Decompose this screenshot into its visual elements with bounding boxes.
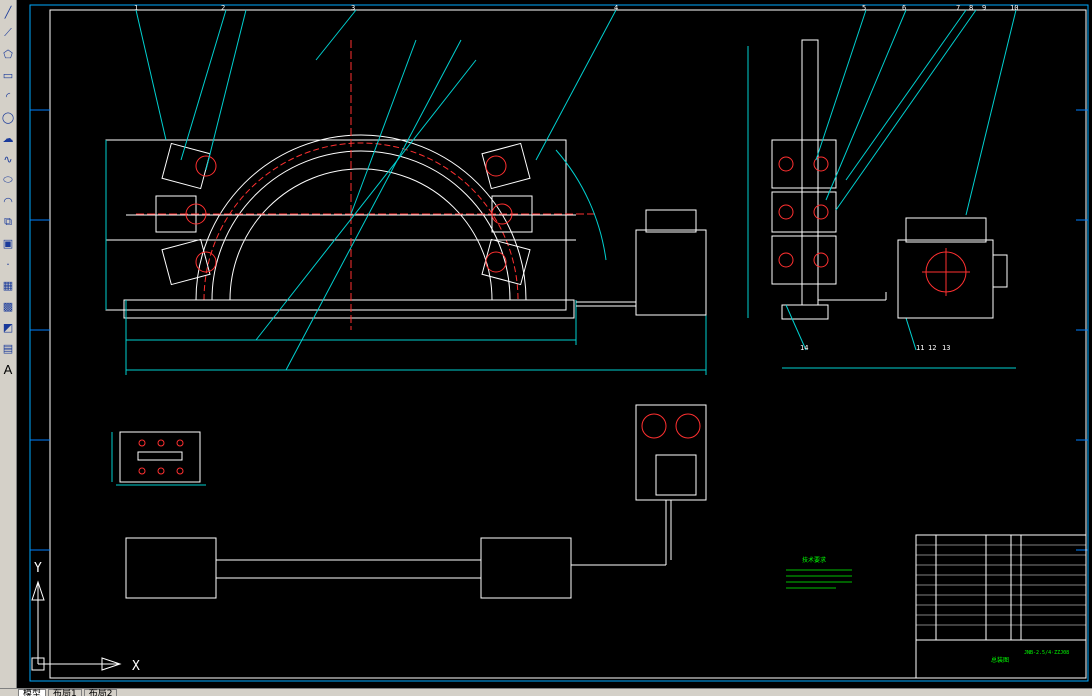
anchor-plate-detail bbox=[119, 431, 201, 483]
callout-6: 6 bbox=[902, 4, 906, 12]
table-icon[interactable]: ▤ bbox=[2, 341, 14, 355]
plan-view bbox=[125, 537, 667, 599]
tab-layout2[interactable]: 布局2 bbox=[83, 689, 118, 696]
insert-block-icon[interactable]: ⧉ bbox=[4, 215, 12, 228]
technical-requirements-lines bbox=[786, 569, 852, 589]
rectangle-icon[interactable]: ▭ bbox=[2, 68, 14, 82]
ellipse-arc-icon[interactable]: ◠ bbox=[3, 194, 13, 208]
title-block bbox=[915, 534, 1087, 679]
circle-icon[interactable]: ◯ bbox=[1, 110, 15, 124]
callout-3: 3 bbox=[351, 4, 355, 12]
callout-11: 11 bbox=[916, 344, 924, 352]
hydraulic-unit-front bbox=[576, 209, 707, 316]
frame-body bbox=[105, 139, 567, 311]
revcloud-icon[interactable]: ☁ bbox=[2, 131, 14, 145]
drawing-canvas[interactable]: 1 2 3 4 5 6 7 8 9 10 11 12 13 14 技术要求 总装… bbox=[16, 0, 1092, 688]
callout-13: 13 bbox=[942, 344, 950, 352]
callout-10: 10 bbox=[1010, 4, 1018, 12]
hatch-icon[interactable]: ▦ bbox=[2, 278, 14, 292]
callout-5: 5 bbox=[862, 4, 866, 12]
spline-icon[interactable]: ∿ bbox=[3, 152, 13, 166]
callout-7: 7 bbox=[956, 4, 960, 12]
valve-block-detail bbox=[635, 404, 707, 560]
callout-9: 9 bbox=[982, 4, 986, 12]
polyline-icon[interactable]: ⟋ bbox=[4, 26, 12, 39]
ellipse-icon[interactable]: ⬭ bbox=[3, 173, 13, 186]
callout-8: 8 bbox=[969, 4, 973, 12]
side-view bbox=[771, 39, 887, 320]
region-icon[interactable]: ◩ bbox=[2, 320, 14, 334]
ucs-icon bbox=[31, 580, 122, 671]
layout-tabs: 模型 布局1 布局2 bbox=[0, 688, 1092, 696]
side-view-circles bbox=[778, 156, 829, 268]
callout-12: 12 bbox=[928, 344, 936, 352]
tab-layout1[interactable]: 布局1 bbox=[48, 689, 82, 696]
callout-1: 1 bbox=[134, 4, 138, 12]
pitch-circle bbox=[203, 142, 519, 301]
front-view bbox=[105, 40, 596, 330]
callout-2: 2 bbox=[221, 4, 225, 12]
technical-requirements-title: 技术要求 bbox=[802, 556, 826, 564]
title-block-rows bbox=[916, 544, 1086, 626]
sheet-border bbox=[29, 4, 1089, 682]
title-block-name: 总装图 bbox=[991, 656, 1009, 664]
pump-station bbox=[897, 217, 1008, 319]
line-icon[interactable]: ╱ bbox=[4, 5, 12, 19]
arc-icon[interactable]: ◜ bbox=[5, 89, 11, 103]
point-icon[interactable]: · bbox=[6, 257, 10, 271]
polygon-icon[interactable]: ⬠ bbox=[3, 47, 13, 61]
base-plate bbox=[123, 299, 575, 319]
inner-ring bbox=[211, 150, 511, 301]
callout-numbers: 1 2 3 4 5 6 7 8 9 10 11 12 13 14 bbox=[134, 4, 1018, 352]
outer-ring bbox=[195, 134, 527, 301]
ucs-x-label: X bbox=[132, 659, 140, 674]
draw-toolbar: ╱ ⟋ ⬠ ▭ ◜ ◯ ☁ ∿ ⬭ ◠ ⧉ ▣ · ▦ ▩ ◩ ▤ A bbox=[0, 0, 17, 688]
side-dims bbox=[747, 9, 1017, 369]
make-block-icon[interactable]: ▣ bbox=[2, 236, 14, 250]
mtext-icon[interactable]: A bbox=[3, 361, 13, 377]
gradient-icon[interactable]: ▩ bbox=[2, 299, 14, 313]
drawing-frame bbox=[49, 9, 1087, 679]
title-block-code: JNB-2.5/4·ZZJ08 bbox=[1024, 650, 1069, 656]
callout-14: 14 bbox=[800, 344, 808, 352]
callout-4: 4 bbox=[614, 4, 618, 12]
front-dims bbox=[105, 9, 707, 375]
drawing-svg: 1 2 3 4 5 6 7 8 9 10 11 12 13 14 技术要求 总装… bbox=[29, 4, 1089, 682]
zone-marks bbox=[30, 109, 1088, 551]
ucs-y-label: Y bbox=[34, 561, 42, 576]
tab-model[interactable]: 模型 bbox=[18, 689, 47, 696]
